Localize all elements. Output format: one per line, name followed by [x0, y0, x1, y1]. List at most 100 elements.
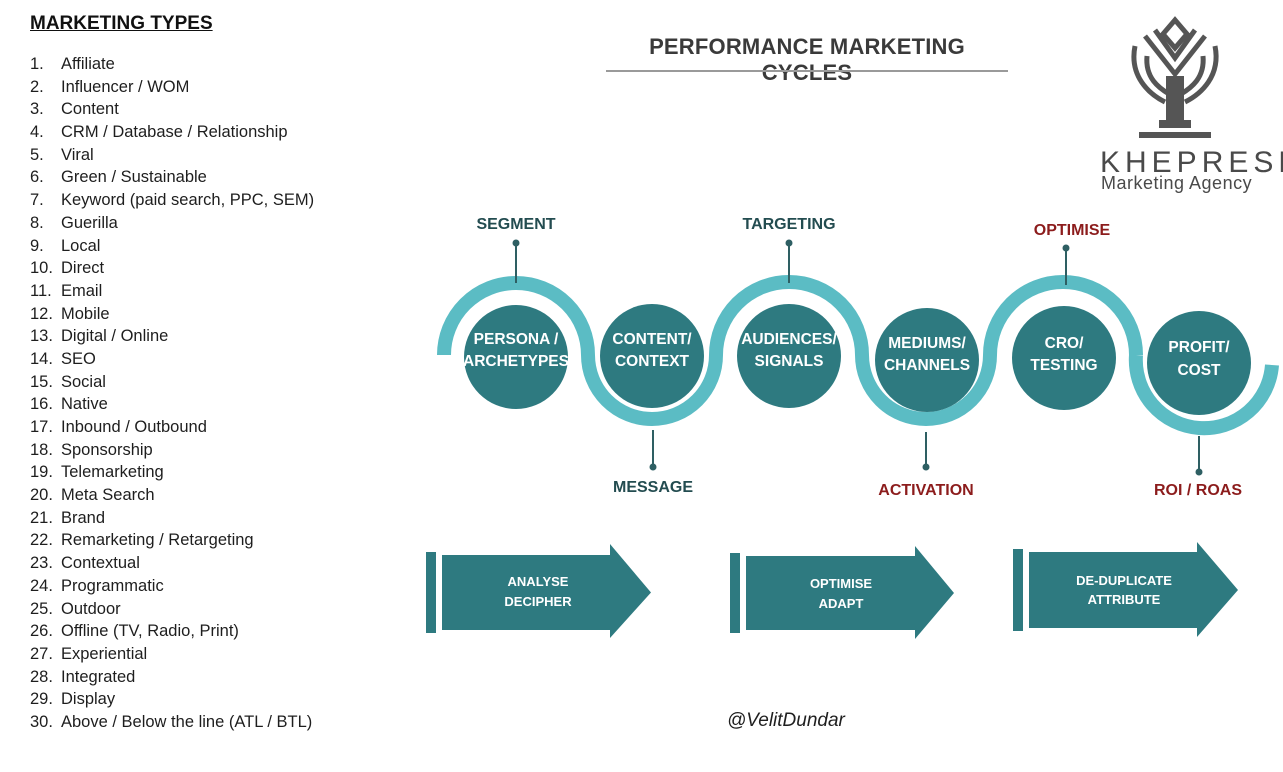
list-item-label: Content: [61, 100, 119, 119]
cycle-node-persona: [464, 305, 568, 409]
list-item-label: Email: [61, 281, 103, 300]
list-item: 29.Display: [30, 688, 314, 711]
list-item-label: Contextual: [61, 554, 140, 573]
list-item-number: 23.: [30, 554, 53, 573]
process-arrow-label: ANALYSE: [508, 574, 569, 589]
callout-label-message: MESSAGE: [613, 479, 693, 496]
list-item-number: 12.: [30, 304, 53, 323]
list-item-number: 17.: [30, 418, 53, 436]
list-item: 17. Inbound / Outbound: [30, 416, 314, 439]
list-item-label: Keyword (paid search, PPC, SEM): [61, 191, 315, 210]
cycle-node-label: PROFIT/: [1168, 339, 1230, 356]
brand-subtitle: Marketing Agency: [1101, 173, 1253, 193]
list-item-number: 21.: [30, 508, 53, 527]
performance-cycle-diagram: PERSONA /ARCHETYPESCONTENT/CONTEXTAUDIEN…: [426, 216, 1279, 639]
list-item: 20.Meta Search: [30, 484, 314, 507]
list-item: 11. Email: [30, 280, 314, 303]
process-arrow-label: ATTRIBUTE: [1088, 592, 1161, 607]
list-item: 24. Programmatic: [30, 575, 314, 598]
list-item-number: 15.: [30, 372, 53, 391]
list-item-number: 9.: [30, 236, 44, 255]
cycle-node-label: CRO/: [1045, 335, 1084, 352]
list-item: 27. Experiential: [30, 643, 314, 666]
list-item-label: Viral: [61, 145, 94, 164]
cycle-node-cro: [1012, 306, 1116, 410]
list-item: 16.Native: [30, 393, 314, 416]
wave-band-segment: [581, 354, 723, 426]
list-item-number: 27.: [30, 644, 53, 663]
process-arrow-label: DECIPHER: [504, 594, 572, 609]
list-item-label: Direct: [61, 259, 105, 278]
list-item-number: 16.: [30, 395, 53, 414]
list-item: 19.Telemarketing: [30, 461, 314, 484]
process-arrow-analyse: [442, 544, 651, 638]
list-item-label: Green / Sustainable: [61, 168, 207, 187]
list-item-number: 3.: [30, 100, 44, 119]
list-item-number: 30.: [30, 712, 53, 731]
list-item: 21.Brand: [30, 507, 314, 530]
list-item-label: Influencer / WOM: [61, 77, 190, 96]
list-item-label: Programmatic: [61, 576, 164, 595]
list-item: 15. Social: [30, 371, 314, 394]
list-item: 5.Viral: [30, 144, 314, 167]
list-item-label: Offline (TV, Radio, Print): [61, 622, 239, 641]
cycle-node-label: TESTING: [1030, 357, 1097, 374]
list-item-label: Experiential: [61, 644, 148, 663]
list-item-label: Social: [61, 372, 106, 391]
khepresh-emblem-icon: [1131, 16, 1219, 138]
cycle-node-audiences: [737, 304, 841, 408]
cycle-node-label: AUDIENCES/: [741, 331, 837, 348]
cycle-node-label: ARCHETYPES: [463, 353, 569, 370]
marketing-types-title: MARKETING TYPES: [30, 13, 213, 34]
process-arrow-optimise-adapt: [746, 546, 954, 639]
list-item: 7. Keyword (paid search, PPC, SEM): [30, 189, 314, 212]
list-item-number: 26.: [30, 622, 53, 641]
list-item-number: 24.: [30, 576, 53, 595]
cycle-node-label: MEDIUMS/: [888, 335, 966, 352]
list-item-number: 2.: [30, 77, 44, 96]
list-item-number: 18.: [30, 440, 53, 459]
cycle-node-label: PERSONA /: [474, 331, 559, 348]
cycle-node-mediums: [875, 308, 979, 412]
cycle-node-label: CONTEXT: [615, 353, 690, 370]
list-item-label: Remarketing / Retargeting: [61, 531, 254, 550]
list-item-label: CRM / Database / Relationship: [61, 123, 288, 142]
list-item-label: Telemarketing: [61, 463, 164, 482]
callout-dot: [785, 239, 793, 247]
wave-band-segment: [855, 354, 997, 426]
list-item-label: Affiliate: [61, 55, 115, 73]
list-item: 26. Offline (TV, Radio, Print): [30, 620, 314, 643]
list-item-number: 4.: [30, 123, 44, 142]
list-item-label: Outdoor: [61, 599, 121, 618]
process-arrow-label: OPTIMISE: [810, 576, 872, 591]
callout-dot: [1195, 468, 1203, 476]
diagram-title: PERFORMANCE MARKETING CYCLES: [649, 34, 965, 85]
list-item: 23. Contextual: [30, 552, 314, 575]
callout-dot: [512, 239, 520, 247]
list-item: 8.Guerilla: [30, 212, 314, 235]
list-item-label: Display: [61, 690, 116, 709]
list-item-number: 20.: [30, 486, 53, 505]
author-credit: @VelitDundar: [727, 710, 845, 731]
list-item: 10.Direct: [30, 257, 314, 280]
list-item: 25.Outdoor: [30, 598, 314, 621]
list-item: 12. Mobile: [30, 303, 314, 326]
list-item-label: Mobile: [61, 304, 110, 323]
callout-dot: [922, 463, 930, 471]
wave-band-segment: [983, 275, 1143, 356]
list-item-label: SEO: [61, 349, 96, 368]
list-item-number: 22.: [30, 531, 53, 550]
list-item-number: 11.: [30, 281, 52, 300]
cycle-node-label: COST: [1177, 362, 1221, 379]
process-arrow-label: DE-DUPLICATE: [1076, 573, 1172, 588]
list-item-label: Local: [61, 236, 101, 255]
list-item: 3. Content: [30, 98, 314, 121]
list-item-number: 7.: [30, 191, 44, 210]
process-arrow-label: ADAPT: [819, 596, 864, 611]
callout-label-activation: ACTIVATION: [878, 482, 973, 499]
callout-dot: [649, 463, 657, 471]
list-item-number: 8.: [30, 213, 44, 232]
list-item: 28.Integrated: [30, 666, 314, 689]
list-item-label: Inbound / Outbound: [61, 418, 207, 436]
arrow-tab: [730, 553, 740, 633]
